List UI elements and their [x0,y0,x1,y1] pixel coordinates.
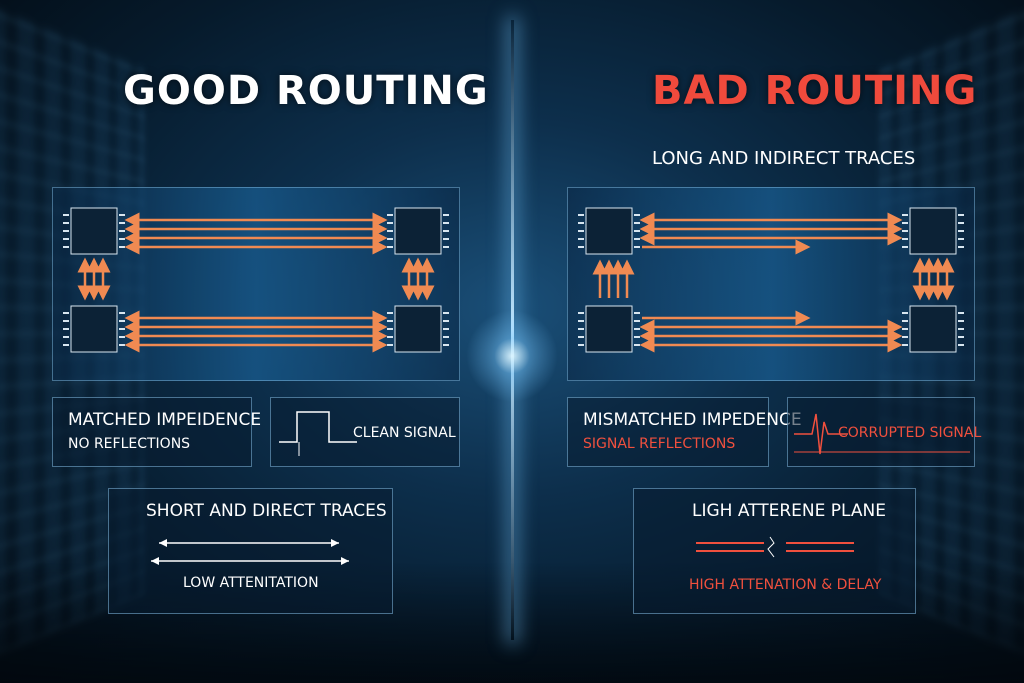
clean-signal-label: CLEAN SIGNAL [353,425,456,441]
matched-impedance-title: MATCHED IMPEIDENCE [68,410,261,430]
chip-icon [910,306,956,352]
mismatched-impedance-title: MISMATCHED IMPEDENCE [583,410,802,430]
good-routing-traces [53,188,459,380]
good-routing-board [52,187,460,381]
chip-icon [586,306,632,352]
bad-routing-heading: BAD ROUTING [652,68,977,114]
bad-routing-board [567,187,975,381]
short-direct-traces-box: SHORT AND DIRECT TRACES LOW ATTENITATION [108,488,393,614]
low-attenitation-label: LOW ATTENITATION [183,575,319,591]
mismatched-impedance-box: MISMATCHED IMPEDENCE SIGNAL REFLECTIONS [567,397,769,467]
ligh-atterene-plane-title: LIGH ATTERENE PLANE [692,501,886,521]
signal-reflections-label: SIGNAL REFLECTIONS [583,436,735,452]
double-arrow-icon [149,533,349,567]
high-attenation-delay-label: HIGH ATTENATION & DELAY [689,577,881,593]
short-direct-traces-title: SHORT AND DIRECT TRACES [146,501,387,521]
no-reflections-label: NO REFLECTIONS [68,436,190,452]
chip-icon [910,208,956,254]
clean-signal-box: CLEAN SIGNAL [270,397,460,467]
center-light-flare [462,306,562,406]
corrupted-signal-label: CORRUPTED SIGNAL [838,425,981,441]
high-attenuation-plane-box: LIGH ATTERENE PLANE HIGH ATTENATION & DE… [633,488,916,614]
broken-trace-icon [694,535,858,561]
corrupted-signal-box: CORRUPTED SIGNAL [787,397,975,467]
bad-routing-subheading: LONG AND INDIRECT TRACES [652,148,915,169]
chip-icon [586,208,632,254]
bad-routing-traces [568,188,974,380]
matched-impedance-box: MATCHED IMPEIDENCE NO REFLECTIONS [52,397,252,467]
good-routing-heading: GOOD ROUTING [123,68,489,114]
